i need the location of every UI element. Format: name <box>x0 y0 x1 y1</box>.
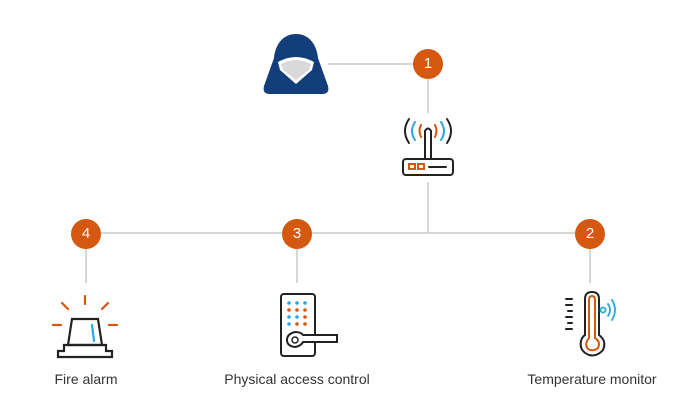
router-icon <box>402 118 454 176</box>
access-control-lock-icon <box>280 293 338 357</box>
hacker-icon <box>263 34 329 94</box>
step-badge-3: 3 <box>282 219 312 249</box>
temperature-monitor-label: Temperature monitor <box>527 371 657 387</box>
fire-alarm-icon <box>51 294 119 359</box>
step-badge-2: 2 <box>575 219 605 249</box>
access-control-label: Physical access control <box>224 371 370 387</box>
step-badge-4: 4 <box>71 219 101 249</box>
step-badge-1: 1 <box>413 49 443 79</box>
fire-alarm-label: Fire alarm <box>54 371 118 387</box>
thermometer-icon <box>565 290 616 357</box>
